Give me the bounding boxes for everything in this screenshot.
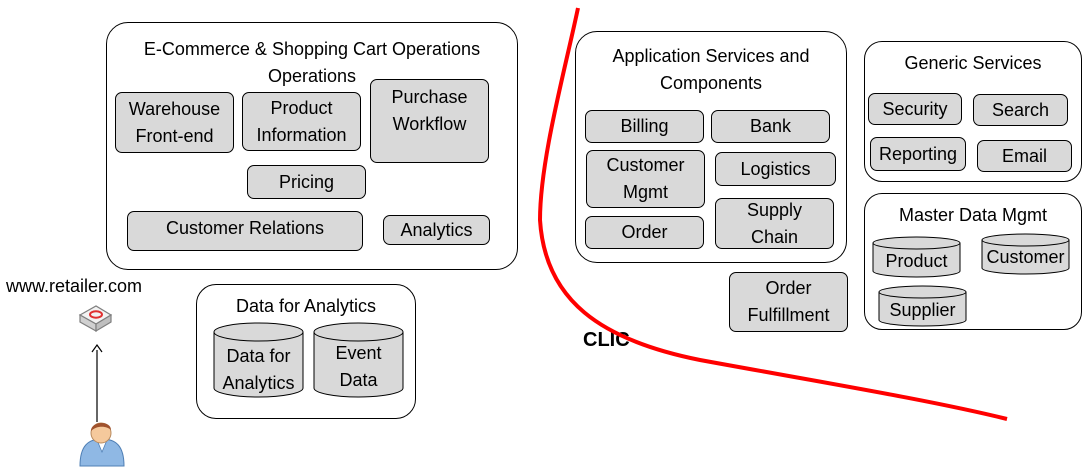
cylinder-shape xyxy=(878,285,967,327)
cylinder-shape xyxy=(981,233,1070,275)
billing-box[interactable]: Billing xyxy=(585,110,704,143)
generic-services-title: Generic Services xyxy=(904,53,1042,73)
web-server-icon xyxy=(78,305,113,333)
logistics-box[interactable]: Logistics xyxy=(715,152,836,186)
user-icon xyxy=(79,422,125,467)
master-data-title: Master Data Mgmt xyxy=(898,205,1048,225)
pricing-box[interactable]: Pricing xyxy=(247,165,366,199)
cylinder-shape xyxy=(213,322,304,398)
email-box[interactable]: Email xyxy=(977,140,1072,172)
cylinder-shape xyxy=(872,236,961,278)
customer-relations-box[interactable]: Customer Relations xyxy=(127,211,363,251)
supplier-cylinder[interactable]: Supplier xyxy=(878,285,967,327)
reporting-box[interactable]: Reporting xyxy=(870,137,966,171)
website-label: www.retailer.com xyxy=(6,276,143,296)
order-box[interactable]: Order xyxy=(585,216,704,249)
arrow-head xyxy=(91,343,103,353)
search-box[interactable]: Search xyxy=(973,94,1068,126)
clic-boundary-curve xyxy=(537,7,1008,421)
product-cylinder[interactable]: Product xyxy=(872,236,961,278)
data-analytics-title: Data for Analytics xyxy=(235,296,377,316)
bank-box[interactable]: Bank xyxy=(711,110,830,143)
cylinder-shape xyxy=(313,322,404,398)
customer-cylinder[interactable]: Customer xyxy=(981,233,1070,275)
analytics-box[interactable]: Analytics xyxy=(383,215,490,245)
security-box[interactable]: Security xyxy=(868,93,962,125)
